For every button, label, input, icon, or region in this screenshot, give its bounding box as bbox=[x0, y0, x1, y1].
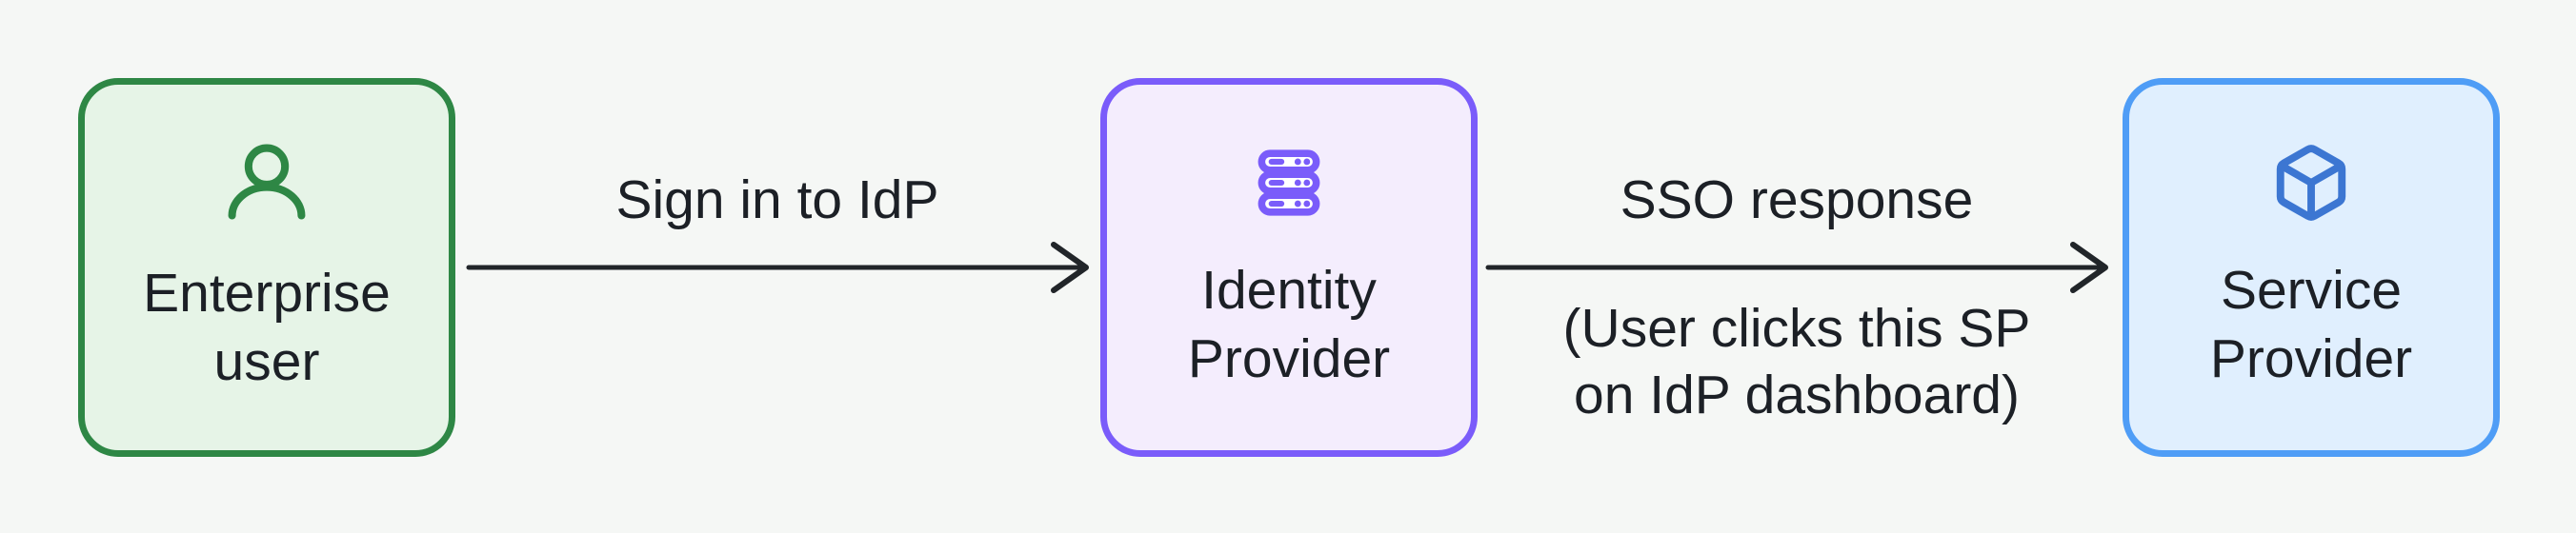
cube-icon bbox=[2270, 142, 2352, 224]
node-enterprise-user: Enterprise user bbox=[78, 78, 455, 457]
arrow-sso-response bbox=[1485, 242, 2108, 293]
edge-label-sso-response: SSO response bbox=[1620, 169, 1974, 230]
node-identity-provider: Identity Provider bbox=[1100, 78, 1478, 457]
node-label-enterprise-user: Enterprise user bbox=[143, 259, 391, 396]
edge-label-sign-in-to-idp: Sign in to IdP bbox=[615, 169, 939, 230]
node-label-line: Service bbox=[2220, 260, 2403, 321]
edge-note-sso-response: (User clicks this SP on IdP dashboard) bbox=[1440, 295, 2153, 428]
node-service-provider: Service Provider bbox=[2123, 78, 2500, 457]
node-label-line: Provider bbox=[1187, 328, 1391, 389]
node-label-line: user bbox=[213, 331, 320, 392]
arrow-sign-in-to-idp bbox=[466, 242, 1089, 293]
node-label-identity-provider: Identity Provider bbox=[1188, 256, 1390, 393]
user-icon bbox=[223, 139, 311, 227]
edge-note-line: on IdP dashboard) bbox=[1574, 365, 2020, 425]
node-label-line: Identity bbox=[1201, 260, 1377, 321]
server-stack-icon bbox=[1248, 142, 1330, 224]
node-label-line: Enterprise bbox=[143, 263, 391, 324]
edge-note-line: (User clicks this SP bbox=[1562, 298, 2031, 359]
node-label-service-provider: Service Provider bbox=[2210, 256, 2412, 393]
node-label-line: Provider bbox=[2209, 328, 2413, 389]
